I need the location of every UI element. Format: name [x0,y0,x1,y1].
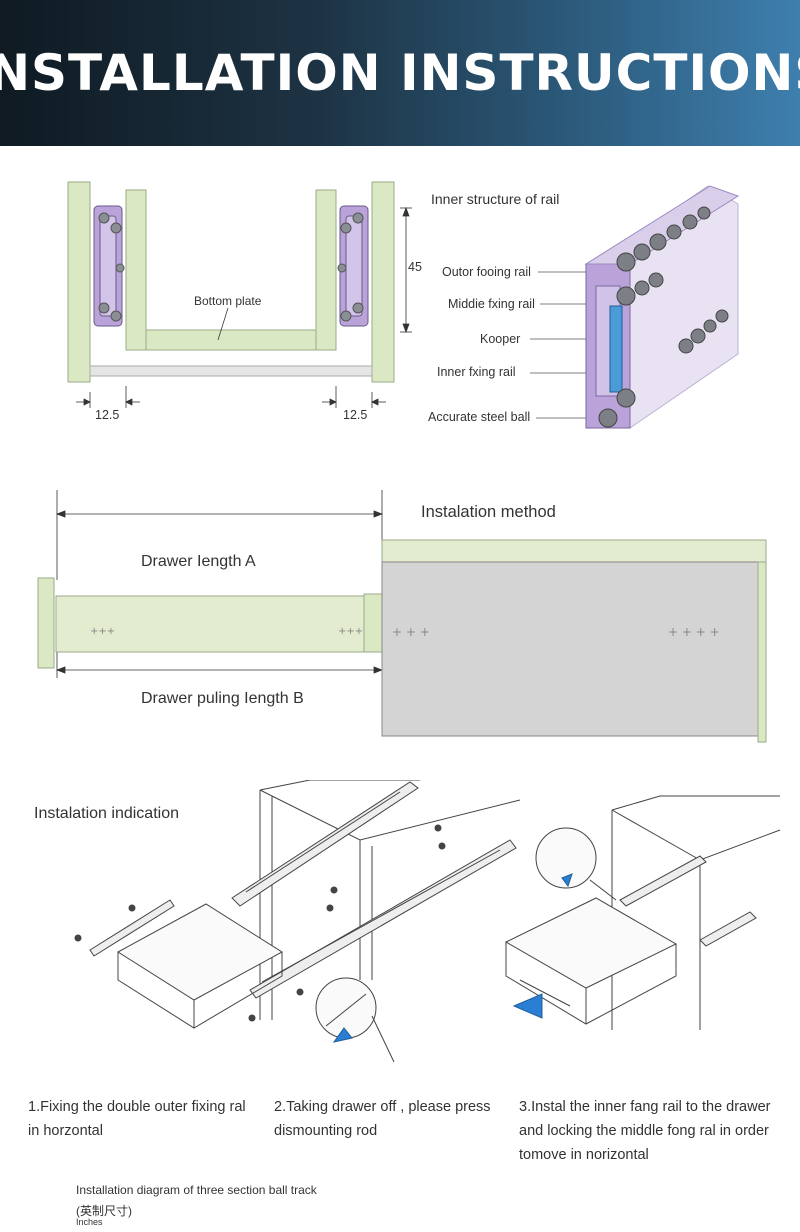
part-label-outer: Outor fooing rail [442,265,531,279]
footer-caption-cn: (英制尺寸) [76,1204,132,1218]
drawer-2 [504,897,678,1025]
right-rail [339,205,369,327]
right-gap-dimension [322,386,386,408]
part-label-middle: Middie fxing rail [448,297,535,311]
length-b-dimension [55,650,384,678]
bottom-ball [598,388,636,428]
method-diagram: +++ +++ + + + + + + + [37,490,767,743]
page-title: INSTALLATION INSTRUCTIONS [0,44,800,102]
rail-3d-illustration [530,185,740,429]
step-1-text: 1.Fixing the double outer fixing ral in … [28,1099,246,1139]
left-drawer-side [125,189,147,351]
right-gap-label: 12.5 [343,408,368,422]
indication-diagram [74,780,781,1063]
outer-rail-top [231,781,419,907]
right-cabinet-wall [371,181,395,383]
rail-body-top [584,185,740,265]
screw-marks-left: +++ +++ [90,626,363,637]
bottom-plate [145,329,317,351]
inner-structure-title: Inner structure of rail [431,191,560,207]
right-drawer-side [315,189,337,351]
part-label-kooper: Kooper [480,332,521,346]
cabinet-frame-1 [259,780,521,1020]
svg-text:+ + +: + + + [392,625,430,639]
cabinet-edge [757,561,767,743]
screw-marks-right: + + + + + + + [392,625,720,639]
drawer-back [363,593,383,653]
drawer-pulling-label: Drawer puling Iength B [141,690,304,707]
cabinet-top [381,539,767,563]
left-gap-dimension [76,386,140,408]
method-title: Instalation method [421,503,556,521]
part-label-ball: Accurate steel ball [428,410,531,424]
cabinet-floor [89,365,373,377]
left-gap-label: 12.5 [95,408,120,422]
drawer-front-left [37,577,55,669]
left-rail-balls [98,212,125,322]
indication-title: Instalation indication [34,805,179,822]
footer-caption: Installation diagram of three section ba… [76,1183,317,1197]
blue-channel [609,305,623,393]
section-installation-indication: Instalation indication [0,780,800,1080]
svg-text:+++: +++ [338,626,363,637]
zoom-detail-1 [315,977,395,1063]
side-ball-row [678,309,729,354]
bottom-plate-label: Bottom plate [194,294,262,308]
svg-text:+++: +++ [90,626,115,637]
footer-caption-unit: Inches [76,1217,103,1227]
drawer-body [55,595,365,653]
cabinet-side-panel [381,561,759,737]
left-cabinet-wall [67,181,91,383]
svg-text:+ + + +: + + + + [668,625,720,639]
blue-arrow-marker [512,993,543,1019]
section-cross-section: Bottom plate 45 12.5 12.5 Inner structur… [0,146,800,446]
cross-section-diagram [67,181,412,408]
zoom-detail-2 [535,827,617,901]
top-ball-row [616,206,711,272]
drawer-1 [117,903,283,1029]
title-banner: INSTALLATION INSTRUCTIONS [0,0,800,146]
step-3-text: 3.Instal the inner fang rail to the draw… [519,1099,771,1163]
step-2-text: 2.Taking drawer off , please press dismo… [274,1099,491,1139]
section-installation-method: +++ +++ + + + + + + + Instalation method… [0,470,800,770]
mid-ball-row [616,272,664,306]
drawer-inner-rail [89,899,175,957]
height-dimension [400,206,412,334]
part-label-inner: Inner fxing rail [437,365,516,379]
screws [74,824,446,1022]
cabinet-frame-2 [611,795,781,1030]
outer-rail-bottom [249,839,517,999]
bottom-plate-leader [217,307,229,341]
height-dimension-label: 45 [408,260,422,274]
drawer-length-label: Drawer Iength A [141,553,256,570]
right-rail-balls [337,212,364,322]
